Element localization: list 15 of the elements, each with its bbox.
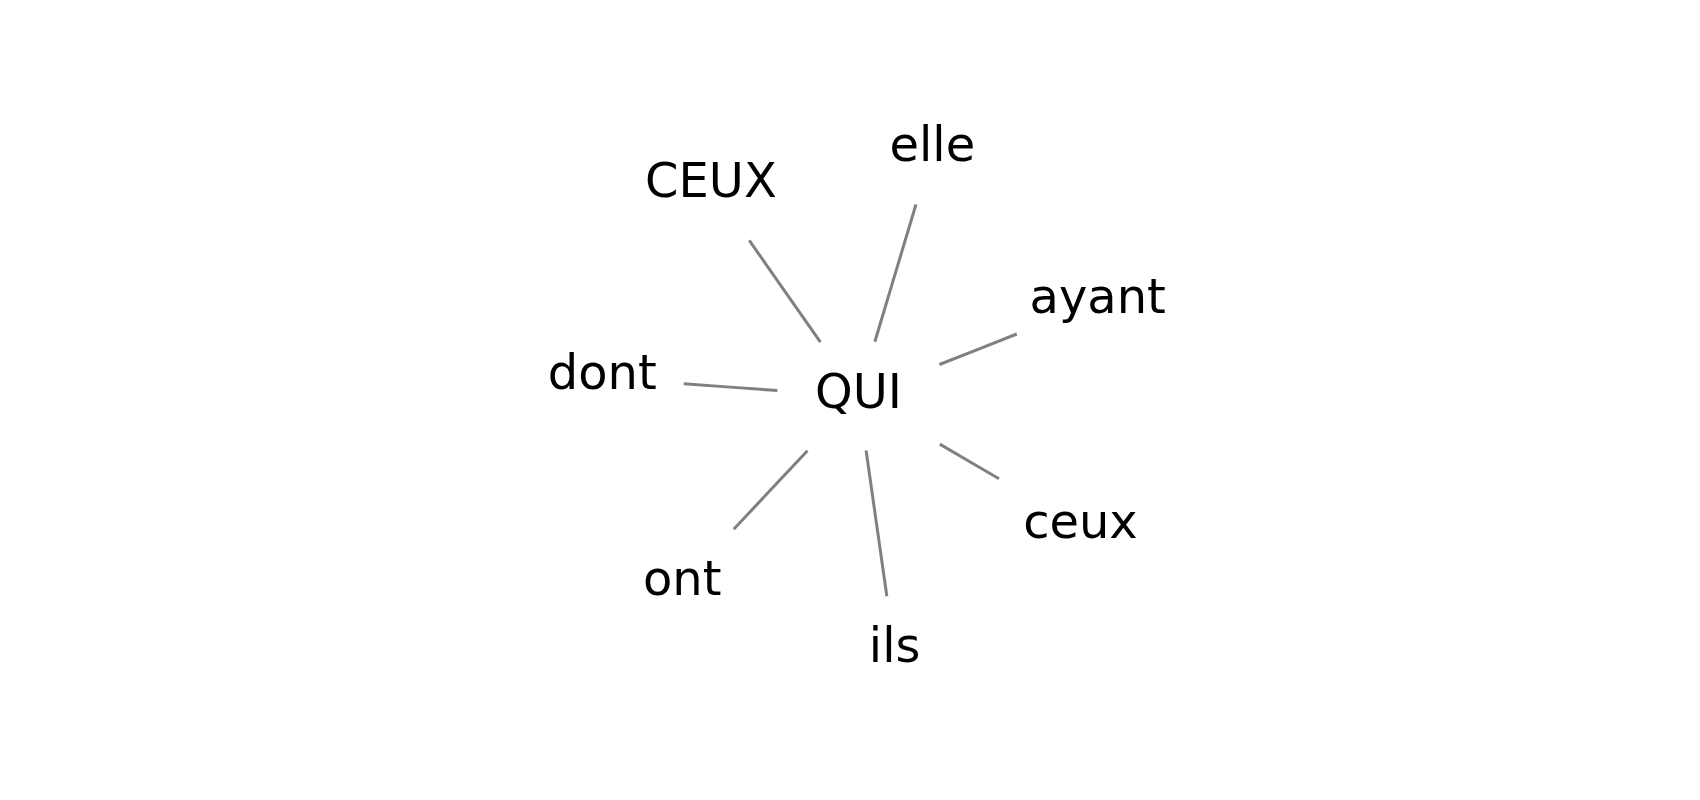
connector	[864, 449, 889, 596]
connector	[938, 332, 1018, 366]
connector	[939, 442, 1000, 480]
node-text: ayant	[1029, 268, 1166, 324]
connector	[748, 239, 822, 343]
connector	[873, 203, 918, 342]
connector	[683, 381, 778, 392]
node-text: ceux	[1023, 493, 1138, 549]
connector	[732, 449, 809, 530]
node-text: QUI	[814, 363, 902, 419]
node-text: dont	[547, 344, 657, 400]
node-text: CEUX	[645, 152, 777, 208]
node-text: elle	[889, 116, 976, 172]
node-text: ont	[642, 550, 722, 606]
node-text: ils	[868, 617, 921, 673]
